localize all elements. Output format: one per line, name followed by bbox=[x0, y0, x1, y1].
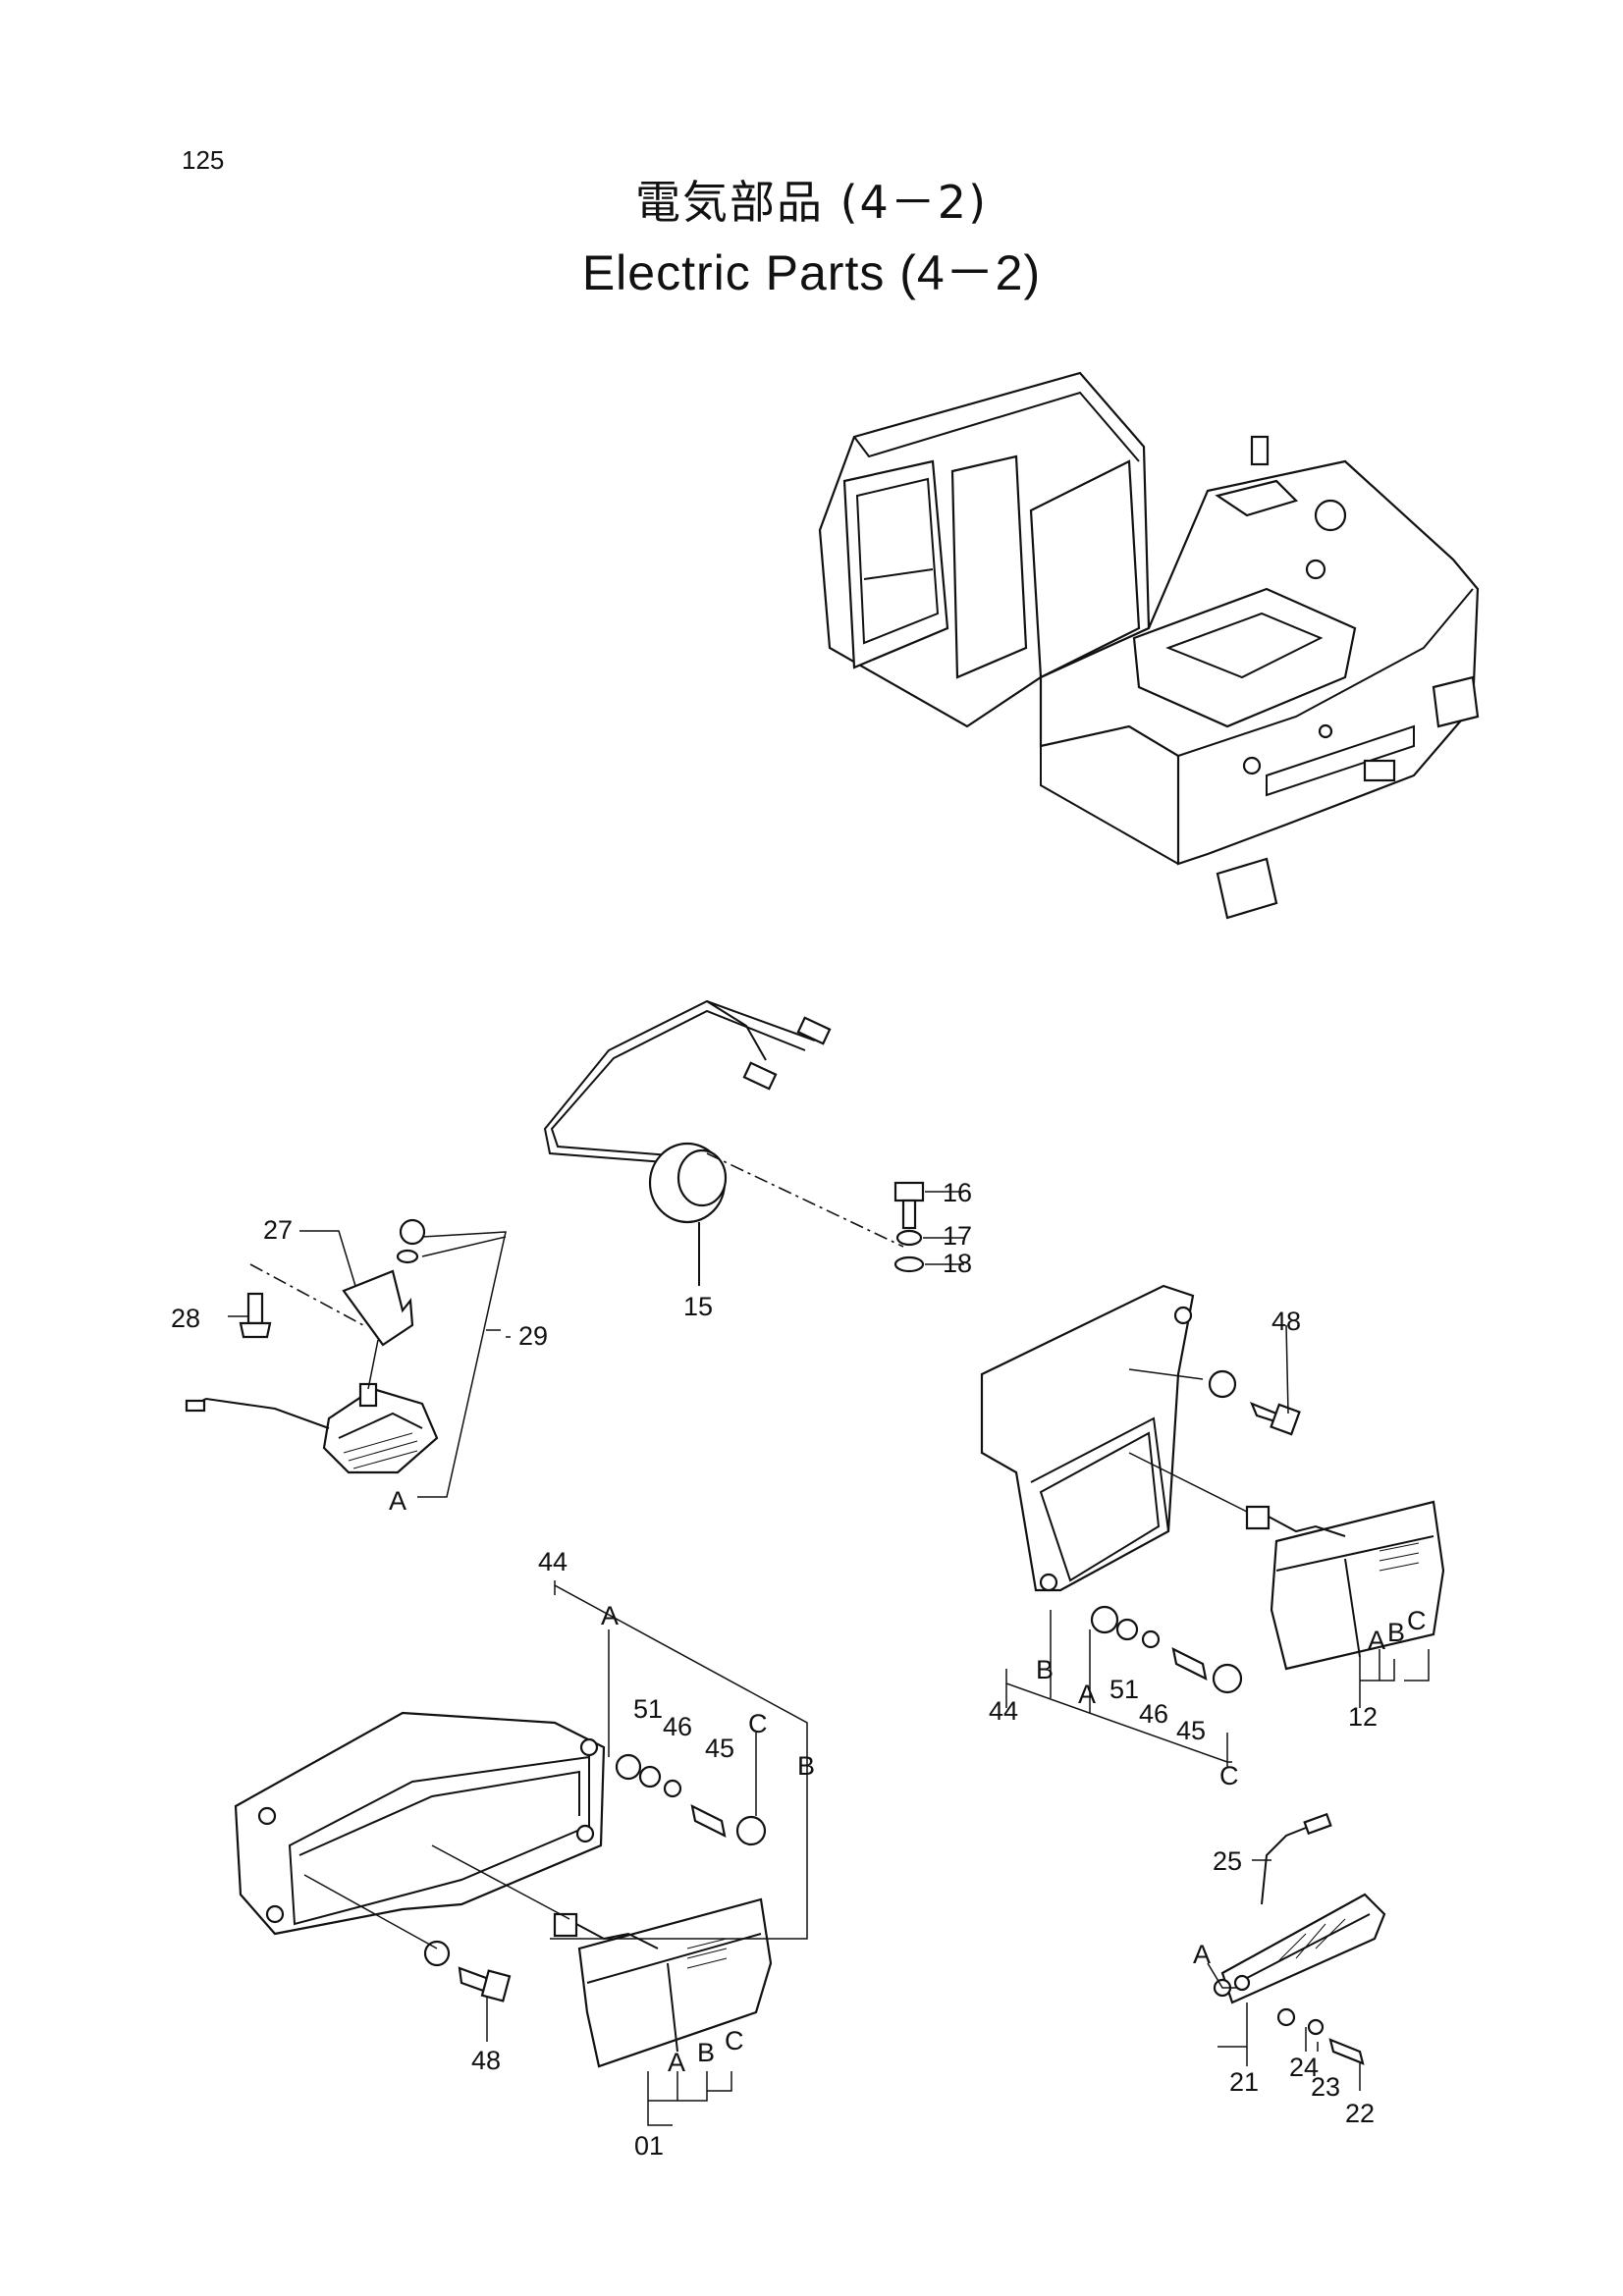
label-B-lamp01: B bbox=[697, 2038, 715, 2067]
label-25: 25 bbox=[1213, 1846, 1242, 1876]
label-51-left: 51 bbox=[633, 1694, 663, 1724]
excavator-body-illustration bbox=[818, 371, 1480, 920]
label-51-right: 51 bbox=[1109, 1675, 1139, 1704]
lamp-housing-left-44 bbox=[234, 1580, 808, 2126]
label-48-right: 48 bbox=[1271, 1307, 1301, 1336]
label-46-left: 46 bbox=[663, 1712, 692, 1741]
label-A-lamp12: A bbox=[1368, 1626, 1385, 1655]
title-japanese: 電気部品 (4－2) bbox=[634, 176, 989, 229]
label-B-right: B bbox=[1036, 1655, 1054, 1684]
label-27: 27 bbox=[263, 1215, 293, 1245]
label-A-lamp01: A bbox=[668, 2048, 685, 2077]
label-A-lamp29: A bbox=[389, 1486, 406, 1516]
label-45-left: 45 bbox=[705, 1734, 734, 1763]
lamp-housing-right-44 bbox=[980, 1284, 1445, 1767]
label-C-left: C bbox=[748, 1709, 768, 1738]
label-01: 01 bbox=[634, 2131, 664, 2161]
label-21: 21 bbox=[1229, 2067, 1259, 2097]
label-C-lamp12: C bbox=[1407, 1606, 1427, 1635]
label-A-left: A bbox=[601, 1601, 619, 1630]
label-45-right: 45 bbox=[1176, 1716, 1206, 1745]
label-C-right: C bbox=[1219, 1761, 1239, 1790]
label-A-lamp21: A bbox=[1193, 1940, 1211, 1969]
label-29: 29 bbox=[518, 1321, 548, 1351]
label-17: 17 bbox=[943, 1221, 972, 1251]
label-A-right: A bbox=[1078, 1680, 1096, 1709]
label-48-left: 48 bbox=[471, 2046, 501, 2075]
label-44-left: 44 bbox=[538, 1547, 568, 1576]
label-44-right: 44 bbox=[989, 1696, 1018, 1726]
label-22: 22 bbox=[1345, 2099, 1375, 2128]
label-46-right: 46 bbox=[1139, 1699, 1168, 1729]
label-B-lamp12: B bbox=[1387, 1618, 1405, 1647]
title-english: Electric Parts (4－2) bbox=[581, 245, 1042, 300]
label-28: 28 bbox=[171, 1304, 200, 1333]
label-C-lamp01: C bbox=[725, 2026, 744, 2056]
label-12: 12 bbox=[1348, 1702, 1378, 1732]
label-B-left: B bbox=[797, 1751, 815, 1781]
part-labels: 16 17 18 15 27 28 29 A 48 B A 51 46 45 C… bbox=[171, 1178, 1427, 2161]
hardware-16-17-18 bbox=[893, 1181, 964, 1273]
page-number: 125 bbox=[182, 145, 225, 175]
license-lamp-assembly bbox=[1207, 1812, 1386, 2091]
label-24: 24 bbox=[1289, 2053, 1319, 2082]
lamp-assembly-29 bbox=[185, 1218, 439, 1474]
label-18: 18 bbox=[943, 1249, 972, 1278]
label-16: 16 bbox=[943, 1178, 972, 1207]
wire-harness-part-15 bbox=[543, 999, 904, 1286]
label-15: 15 bbox=[683, 1292, 713, 1321]
label-23: 23 bbox=[1311, 2072, 1340, 2102]
leaders-27-28-29 bbox=[228, 1230, 511, 1498]
